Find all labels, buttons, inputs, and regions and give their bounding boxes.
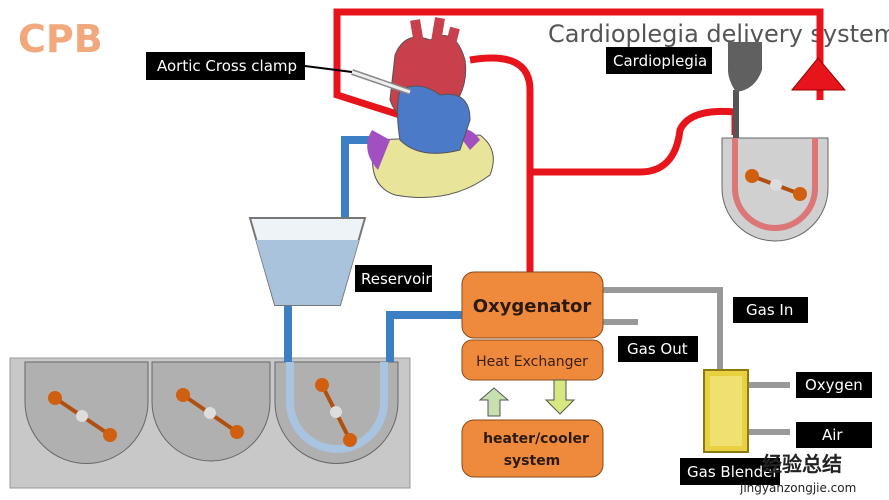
gas-in-label: Gas In xyxy=(746,301,793,319)
diagram-title: Cardioplegia delivery system xyxy=(548,20,889,48)
watermark-url: jingyanzongjie.com xyxy=(739,481,856,495)
reservoir-label: Reservoir xyxy=(361,270,432,288)
pump-3 xyxy=(274,361,399,464)
oxygenator xyxy=(461,271,604,339)
pump-1 xyxy=(24,361,149,464)
aortic-cross-clamp-label: Aortic Cross clamp xyxy=(157,57,297,75)
oxygenator-label: Oxygenator xyxy=(473,296,592,317)
red-triangle-icon xyxy=(790,57,847,91)
cardioplegia-label: Cardioplegia xyxy=(613,52,707,70)
arrow-up-icon xyxy=(478,387,510,417)
watermark-cn: 经验总结 xyxy=(762,452,842,476)
gas-out-label: Gas Out xyxy=(627,340,688,358)
pump-2 xyxy=(151,361,271,462)
gas-pipes xyxy=(603,287,790,435)
roller-pump-rack xyxy=(9,357,411,489)
air-label: Air xyxy=(822,426,843,444)
heater-cooler-label-1: heater/cooler xyxy=(483,431,589,447)
arrow-down-icon xyxy=(544,379,576,415)
cardioplegia-pump xyxy=(721,137,829,242)
reservoir xyxy=(248,217,367,306)
heat-exchanger-label: Heat Exchanger xyxy=(476,354,588,370)
gas-blender-label: Gas Blender xyxy=(687,463,779,481)
oxygen-label: Oxygen xyxy=(805,376,863,394)
pump-line xyxy=(284,300,462,362)
corner-title: CPB xyxy=(18,17,103,61)
venous-line xyxy=(341,136,378,240)
heater-cooler-system xyxy=(461,419,604,478)
heat-exchanger xyxy=(461,339,604,381)
heater-cooler-label-2: system xyxy=(504,453,561,469)
heart xyxy=(351,17,494,198)
cardioplegia-bag xyxy=(728,42,762,138)
